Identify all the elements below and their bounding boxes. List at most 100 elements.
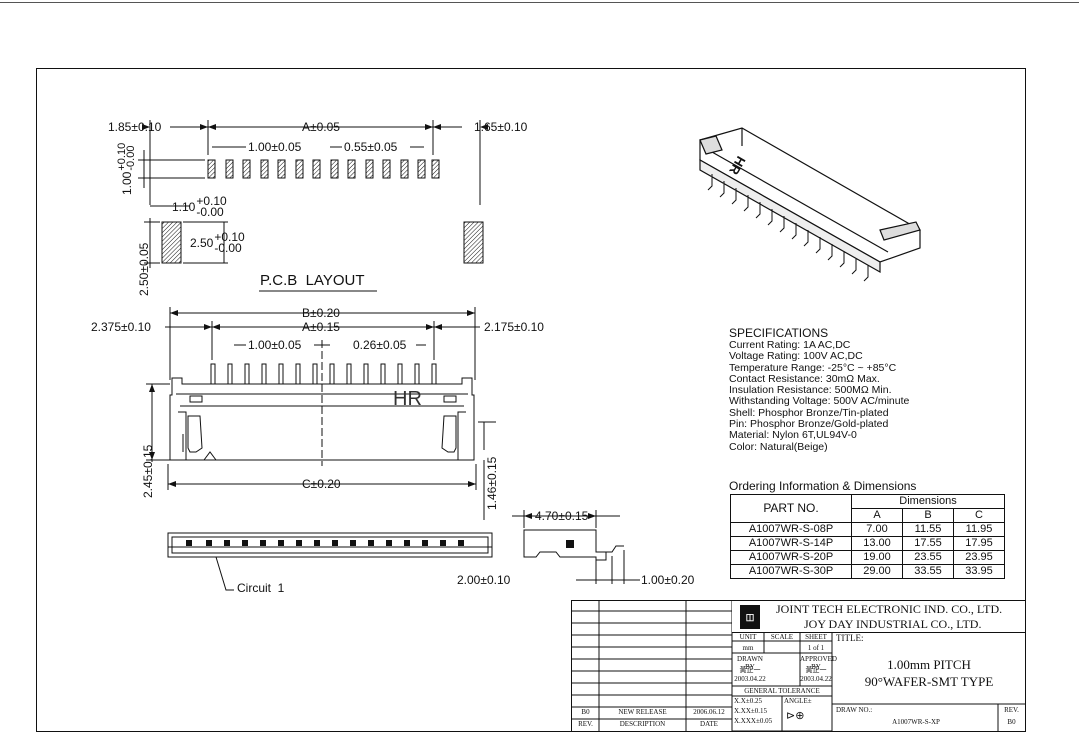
tolerance-2: X.XX±0.15 [734, 707, 768, 715]
ordering-c: 33.95 [953, 564, 1005, 579]
rev-header-date: DATE [700, 720, 718, 728]
spec-line: Temperature Range: -25°C ~ +85°C [729, 361, 897, 374]
approved-by-name: 黃正一 [805, 666, 827, 674]
front-dim-pitch: 1.00±0.05 [248, 338, 302, 352]
drawn-by-name: 黃正一 [739, 666, 761, 674]
drawn-by-date: 2003.04.22 [734, 675, 766, 683]
ordering-dims-header: Dimensions [851, 494, 1005, 509]
company-divider [732, 632, 1025, 633]
pcb-layout-title: P.C.B LAYOUT [260, 272, 365, 289]
front-dim-c: C±0.20 [302, 477, 341, 491]
bottom-view-pins [186, 513, 596, 548]
spec-line: Current Rating: 1A AC,DC [729, 339, 851, 351]
ordering-b: 23.55 [902, 550, 954, 565]
table-row: A1007WR-S-08P 7.00 11.55 11.95 [730, 522, 1005, 537]
pcb-dim-offset-plus: +0.10 [196, 194, 227, 208]
side-dim-height: 2.00±0.10 [457, 573, 511, 587]
ordering-col-a: A [851, 508, 903, 523]
rev-row-desc: NEW RELEASE [618, 708, 667, 716]
tolerance-1: X.X±0.25 [734, 697, 762, 705]
front-dim-left: 2.375±0.10 [91, 320, 151, 334]
draw-no-value: A1007WR-S-XP [892, 718, 940, 726]
table-row: A1007WR-S-14P 13.00 17.55 17.95 [730, 536, 1005, 551]
pcb-dim-pad-main: 2.50 [190, 236, 214, 251]
approved-by-date: 2003.04.22 [800, 675, 832, 683]
pcb-dim-right: 1.65±0.10 [474, 120, 528, 134]
ordering-a: 13.00 [851, 536, 903, 551]
drawing-frame [36, 68, 1026, 732]
ordering-heading: Ordering Information & Dimensions [729, 479, 917, 493]
ordering-part: A1007WR-S-14P [730, 536, 852, 551]
angle-label: ANGLE± [784, 697, 812, 705]
pcb-dim-pitch: 1.00±0.05 [248, 140, 302, 154]
table-row: A1007WR-S-20P 19.00 23.55 23.95 [730, 550, 1005, 565]
side-dim-width: 4.70±0.15 [535, 509, 589, 523]
bottom-circuit-label: Circuit 1 [237, 581, 285, 595]
ordering-col-b: B [902, 508, 954, 523]
company-logo-icon: ◫ [740, 605, 760, 629]
ordering-b: 33.55 [902, 564, 954, 579]
title-line-1: 1.00mm PITCH [887, 657, 971, 672]
title-line-2: 90°WAFER-SMT TYPE [864, 674, 994, 689]
ordering-part: A1007WR-S-08P [730, 522, 852, 537]
spec-line: Voltage Rating: 100V AC,DC [729, 350, 863, 363]
pcb-dim-pad: 2.50+0.10-0.00 [190, 230, 245, 255]
ordering-a: 29.00 [851, 564, 903, 579]
isometric-pins [707, 174, 869, 282]
pcb-dim-pad-minus: -0.00 [214, 241, 242, 255]
rev-row-rev: B0 [581, 708, 590, 716]
company-name-2: JOY DAY INDUSTRIAL CO., LTD. [804, 617, 982, 631]
projection-symbol-icon: ⊳⊕ [786, 710, 805, 722]
sheet-value: 1 of 1 [807, 644, 825, 652]
general-tolerance-label: GENERAL TOLERANCE [744, 687, 820, 695]
ordering-b: 11.55 [902, 522, 954, 537]
draw-no-label: DRAW NO.: [836, 706, 873, 714]
scale-label: SCALE [770, 633, 794, 641]
spec-line: Material: Nylon 6T,UL94V-0 [729, 429, 857, 442]
info-grid [732, 632, 1025, 731]
front-dim-b: B±0.20 [302, 306, 340, 320]
front-dim-right: 2.175±0.10 [484, 320, 544, 334]
ordering-part-header: PART NO. [730, 494, 852, 523]
ordering-a: 7.00 [851, 522, 903, 537]
rev-value: B0 [1007, 718, 1016, 726]
rev-row-date: 2006.06.12 [693, 708, 725, 716]
top-rule [0, 2, 1079, 3]
front-view-pins [210, 363, 437, 385]
side-dim-foot: 1.00±0.20 [641, 573, 695, 587]
front-logo: HR [393, 388, 422, 410]
ordering-a: 19.00 [851, 550, 903, 565]
ordering-part: A1007WR-S-30P [730, 564, 852, 579]
pcb-dim-offset-main: 1.10 [172, 200, 196, 215]
pcb-dim-offset-minus: -0.00 [196, 205, 224, 219]
spec-line: Insulation Resistance: 500MΩ Min. [729, 384, 892, 397]
table-row: A1007WR-S-30P 29.00 33.55 33.95 [730, 564, 1005, 579]
revision-grid [572, 601, 732, 731]
pcb-dim-pad-plus: +0.10 [214, 230, 245, 244]
tolerance-3: X.XXX±0.05 [734, 717, 773, 725]
ordering-b: 17.55 [902, 536, 954, 551]
spec-line: Color: Natural(Beige) [729, 440, 828, 453]
pcb-dim-width: 0.55±0.05 [344, 140, 398, 154]
ordering-part: A1007WR-S-20P [730, 550, 852, 565]
title-block: B0 NEW RELEASE 2006.06.12 REV. DESCRIPTI… [571, 600, 1025, 731]
unit-label: UNIT [739, 633, 757, 641]
pcb-dim-a: A±0.05 [302, 120, 340, 134]
front-dim-pin: 0.26±0.05 [353, 338, 407, 352]
unit-value: mm [742, 644, 754, 652]
ordering-c: 11.95 [953, 522, 1005, 537]
rev-header-desc: DESCRIPTION [619, 720, 666, 728]
ordering-table: PART NO. Dimensions A B C A1007WR-S-08P … [730, 494, 1005, 579]
pcb-dim-offset: 1.10+0.10-0.00 [172, 194, 227, 219]
pcb-dim-left: 1.85±0.10 [108, 120, 162, 134]
rev-header-rev: REV. [578, 720, 593, 728]
pcb-signal-pads [161, 159, 484, 264]
rev-label: REV. [1004, 706, 1019, 714]
approved-by-label: APPROVED BY [800, 655, 837, 671]
spec-line: Contact Resistance: 30mΩ Max. [729, 372, 880, 385]
company-name-1: JOINT TECH ELECTRONIC IND. CO., LTD. [776, 602, 1003, 616]
